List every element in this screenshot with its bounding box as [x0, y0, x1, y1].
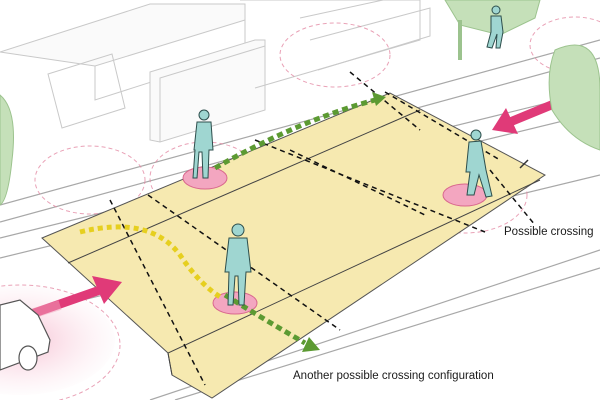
label-another-crossing: Another possible crossing configuration	[293, 370, 494, 382]
crossing-area	[41, 92, 546, 399]
green-arrowhead-upper	[372, 92, 386, 106]
pedestrian-background	[486, 5, 504, 49]
green-arrowhead-lower	[302, 337, 320, 352]
green-crossing-path-lower	[223, 292, 307, 346]
green-crossing-path-upper	[213, 97, 376, 171]
label-possible-crossing: Possible crossing	[504, 226, 593, 238]
pedestrian-walking-right	[465, 129, 493, 198]
pedestrian-upper-left	[192, 109, 214, 179]
cane-mark	[519, 159, 529, 169]
background-buildings	[0, 0, 431, 143]
car-outline	[0, 299, 51, 371]
pedestrian-center	[224, 223, 252, 306]
